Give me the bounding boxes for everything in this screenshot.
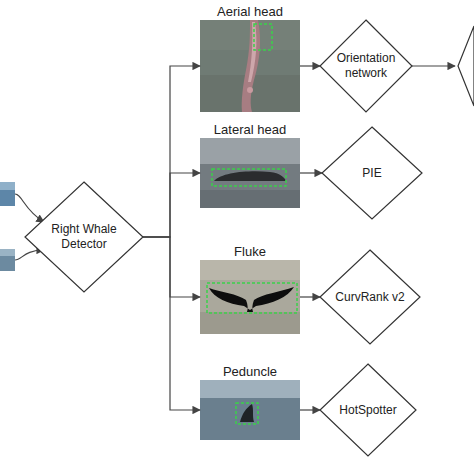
diamond-polygon [25, 182, 143, 292]
aerial-photo [200, 20, 300, 112]
diamond-polygon [320, 250, 420, 344]
decision-diamond: Orientation network [320, 20, 412, 112]
input-thumbnail [0, 182, 15, 206]
flow-arrow [143, 173, 200, 237]
step-label: HotSpotter [332, 403, 404, 418]
diamond-polygon [320, 20, 412, 112]
lateral-photo [200, 138, 300, 208]
peduncle-photo [200, 380, 300, 440]
flow-arrow [300, 65, 320, 66]
image-area [200, 20, 300, 112]
input-arrow [15, 250, 44, 260]
step-label: Orientation network [333, 51, 399, 81]
flow-arrow [300, 296, 320, 297]
fluke-photo [200, 260, 300, 334]
image-panel: Fluke [200, 244, 300, 334]
image-panel: Lateral head [200, 122, 300, 208]
diamond-polygon [320, 364, 416, 456]
panel-title: Fluke [200, 244, 300, 260]
image-area [200, 138, 300, 208]
panel-title: Lateral head [200, 122, 300, 138]
panel-title: Peduncle [200, 364, 300, 380]
image-area [200, 380, 300, 440]
step-label: Right Whale Detector [42, 222, 126, 252]
step-label: CurvRank v2 [332, 290, 408, 305]
decision-diamond: CurvRank v2 [320, 250, 420, 344]
decision-diamond: PIE [322, 127, 422, 219]
flow-arrow [143, 237, 200, 410]
input-arrow [15, 194, 44, 222]
flow-arrow [143, 237, 200, 297]
flow-arrow [300, 409, 320, 410]
panel-title: Aerial head [200, 4, 300, 20]
image-panel: Aerial head [200, 4, 300, 112]
flow-arrow [300, 172, 322, 173]
flow-arrow [143, 66, 200, 237]
output-arrow [412, 65, 455, 66]
cropped-diamond [458, 26, 474, 106]
step-label: PIE [342, 166, 402, 181]
decision-diamond: Right Whale Detector [25, 182, 143, 292]
diamond-polygon [322, 127, 422, 219]
image-area [200, 260, 300, 334]
decision-diamond: HotSpotter [320, 364, 416, 456]
input-thumbnail [0, 249, 15, 271]
image-panel: Peduncle [200, 364, 300, 440]
